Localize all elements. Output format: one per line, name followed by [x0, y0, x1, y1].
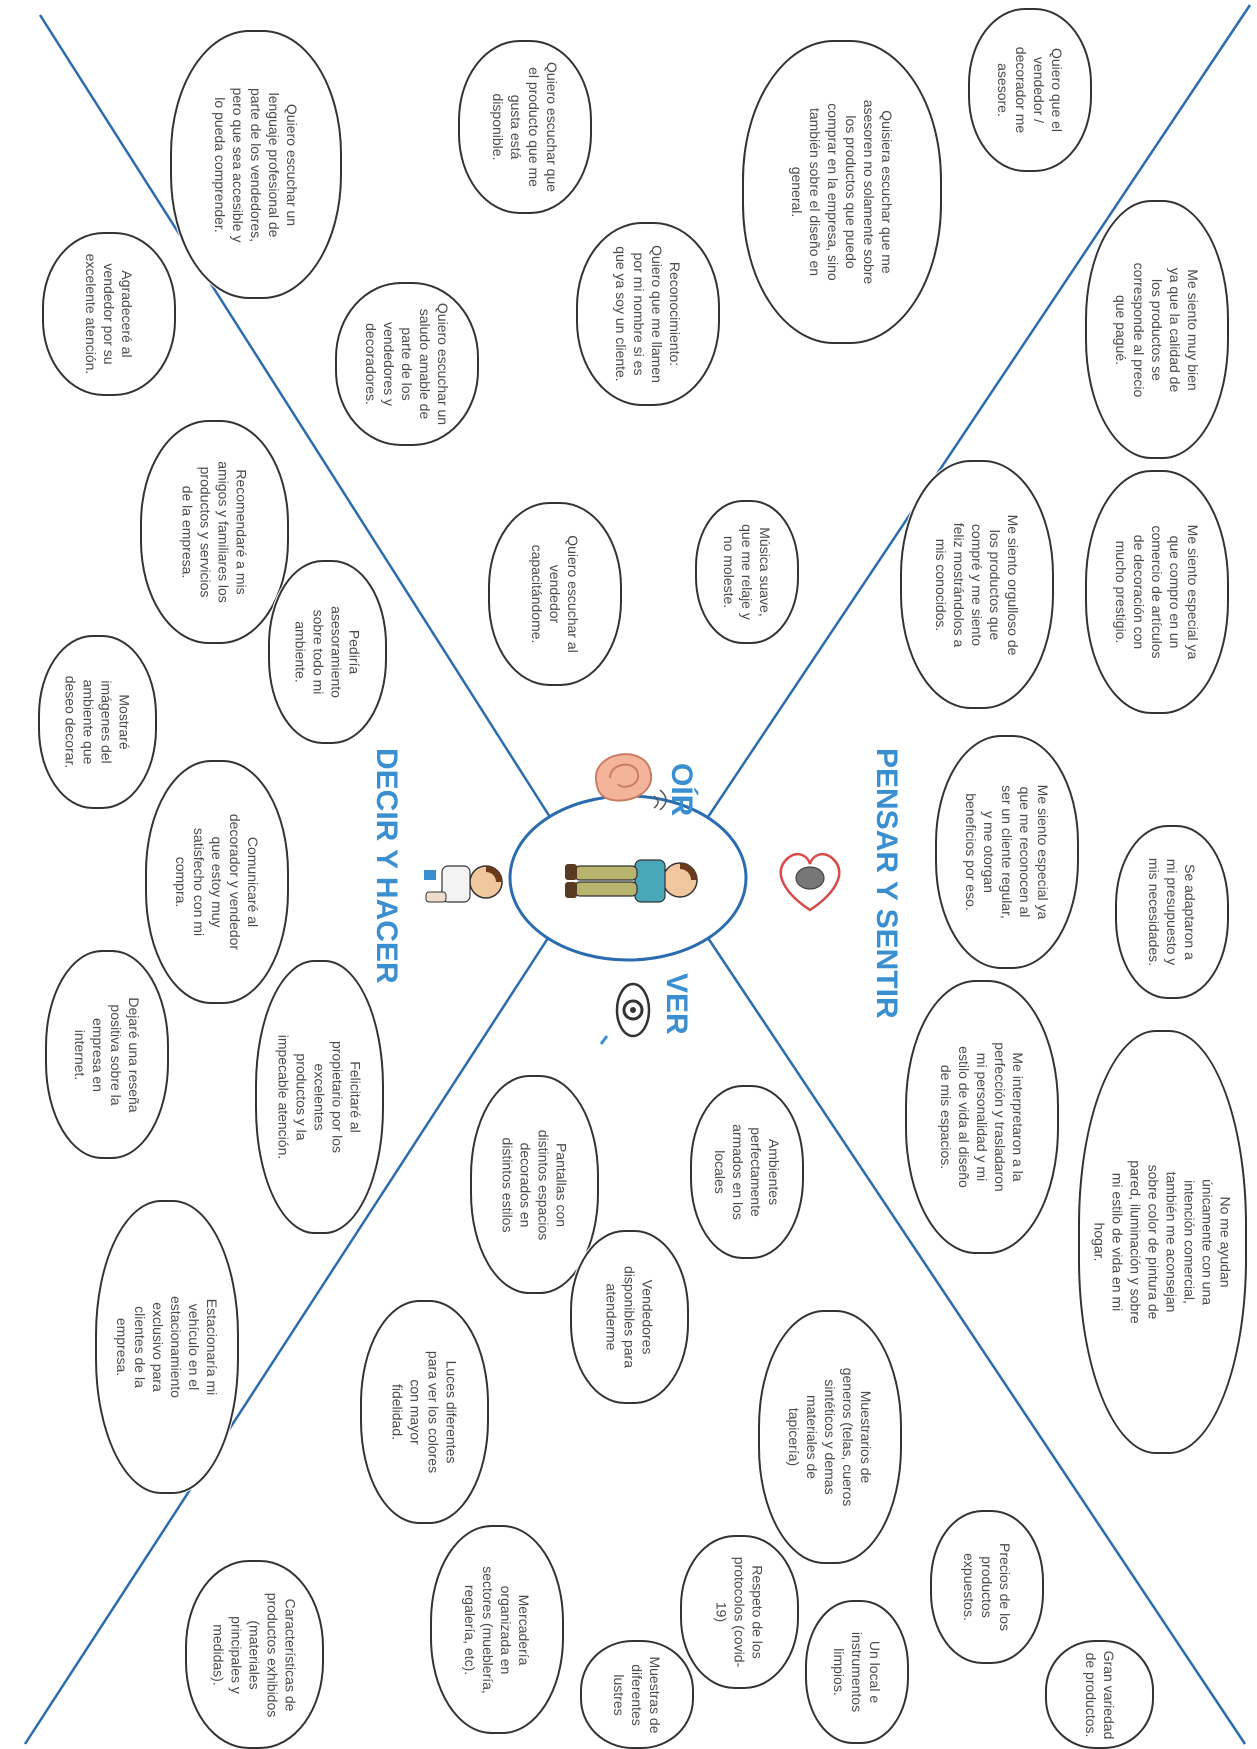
section-title-hear: OÍR: [662, 763, 698, 843]
thought-cloud: Se adaptaron a mi presupuesto y mis nece…: [1115, 825, 1229, 999]
thought-cloud: Me interpretaron a la perfección y trasl…: [905, 980, 1059, 1254]
ear-icon: [588, 740, 668, 810]
thought-cloud: Comunicaré al decorador y vendedor que e…: [145, 760, 289, 1004]
thought-cloud: Agradeceré al vendedor por su excelente …: [42, 232, 176, 396]
heart-brain-icon: [770, 840, 850, 920]
section-title-think-feel: PENSAR Y SENTIR: [867, 748, 903, 1008]
thought-cloud: Precios de los productos expuestos.: [930, 1510, 1044, 1664]
thought-cloud: Gran variedad de productos.: [1045, 1640, 1154, 1749]
thought-cloud: Características de productos exhibidos (…: [185, 1560, 324, 1749]
thought-cloud: Recomendaré a mis amigos y familiares lo…: [140, 420, 289, 644]
thought-cloud: Vendedores disponibles para atenderme: [570, 1230, 689, 1404]
thought-cloud: Música suave, que me relaje y no moleste…: [695, 500, 799, 644]
thought-cloud: Quiero escuchar que el producto que me g…: [458, 40, 592, 214]
thought-cloud: Quiero escuchar un saludo amable de part…: [335, 282, 479, 446]
thought-cloud: Pantallas con distintos espacios decorad…: [470, 1075, 599, 1294]
thought-cloud: Quiero escuchar al vendedor capacitándom…: [488, 502, 622, 686]
thought-cloud: Me siento orgulloso de los productos que…: [900, 460, 1054, 709]
vendor-icon: [418, 830, 508, 930]
thought-cloud: No me ayudan únicamente con una intenció…: [1078, 1030, 1247, 1454]
section-title-see: VER: [657, 973, 693, 1063]
thought-cloud: Quisiera escuchar que me asesoren no sol…: [742, 40, 942, 344]
thought-cloud: Quiero escuchar un lenguaje profesional …: [170, 30, 342, 299]
eye-icon: [595, 980, 665, 1050]
thought-cloud: Quiero que el vendedor / decorador me as…: [968, 8, 1092, 172]
thought-cloud: Mostraré imágenes del ambiente que deseo…: [38, 635, 157, 809]
thought-cloud: Ambientes perfectamente armados en los l…: [690, 1085, 804, 1259]
section-title-say-do: DECIR Y HACER: [367, 748, 403, 1008]
thought-cloud: Dejaré una reseña positiva sobre la empr…: [45, 950, 169, 1159]
thought-cloud: Me siento especial ya que me reconocen a…: [935, 735, 1079, 969]
thought-cloud: Mercadería organizada en sectores (muebl…: [430, 1525, 564, 1734]
thought-cloud: Muestrarios de generos (telas, cueros si…: [758, 1310, 902, 1564]
thought-cloud: Felicitaré al propietario por los excele…: [255, 960, 384, 1234]
thought-cloud: Pediría asesoramiento sobre todo mi ambi…: [268, 560, 387, 744]
thought-cloud: Muestras de diferentes lustres: [580, 1640, 694, 1749]
thought-cloud: Respeto de los protocolos (covid-19): [680, 1535, 799, 1689]
thought-cloud: Un local e instrumentos limpios.: [805, 1600, 909, 1744]
thought-cloud: Reconocimiento: Quiero que me llamen por…: [576, 222, 720, 406]
thought-cloud: Estacionaría mi vehículo en el estaciona…: [95, 1200, 239, 1494]
thought-cloud: Luces diferentes para ver los colores co…: [360, 1300, 489, 1524]
thought-cloud: Me siento muy bien ya que la calidad de …: [1085, 200, 1229, 459]
thought-cloud: Me siento especial ya que compro en un c…: [1085, 470, 1229, 714]
